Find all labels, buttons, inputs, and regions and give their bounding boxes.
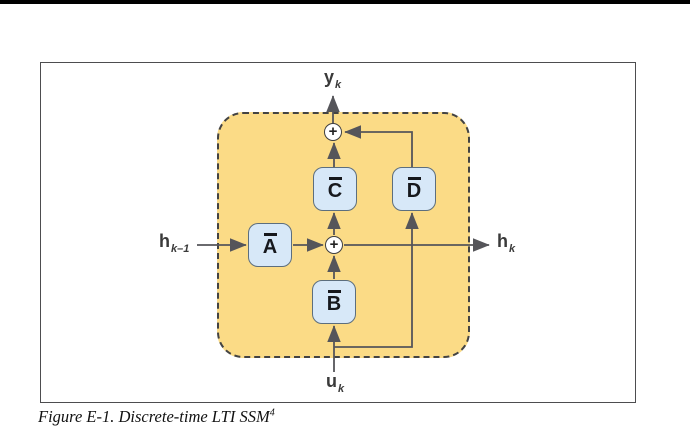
- overline-bar: [327, 290, 341, 293]
- input-label-sub: k: [338, 383, 345, 395]
- next-state-label-sub: k: [509, 243, 516, 255]
- figure-caption-text: Figure E-1. Discrete-time LTI SSM: [38, 407, 270, 426]
- output-label-base: y: [324, 67, 335, 87]
- matrix-A-label: A: [262, 235, 278, 258]
- next-state-label-base: h: [497, 231, 508, 251]
- plus-icon: +: [328, 122, 338, 140]
- matrix-B-node: B: [312, 280, 356, 324]
- prev-state-label: hk–1: [159, 231, 190, 255]
- overline-bar: [407, 177, 421, 180]
- figure-caption: Figure E-1. Discrete-time LTI SSM4: [38, 407, 275, 427]
- matrix-D-label: D: [406, 179, 422, 202]
- plus-icon: +: [329, 235, 339, 253]
- output-label-sub: k: [335, 79, 342, 91]
- top-black-bar: [0, 0, 690, 4]
- matrix-A-node: A: [248, 223, 292, 267]
- matrix-C-label: C: [327, 179, 343, 202]
- next-state-label: hk: [497, 231, 516, 255]
- figure-caption-footnote: 4: [269, 407, 275, 419]
- input-label: uk: [326, 371, 345, 395]
- output-sum-node: +: [324, 123, 342, 141]
- prev-state-label-base: h: [159, 231, 170, 251]
- overline-bar: [328, 177, 342, 180]
- overline-bar: [263, 233, 277, 236]
- matrix-B-label: B: [326, 292, 342, 315]
- prev-state-label-sub: k–1: [171, 243, 190, 255]
- input-label-base: u: [326, 371, 337, 391]
- output-label: yk: [324, 67, 342, 91]
- matrix-D-node: D: [392, 167, 436, 211]
- state-sum-node: +: [325, 236, 343, 254]
- matrix-C-node: C: [313, 167, 357, 211]
